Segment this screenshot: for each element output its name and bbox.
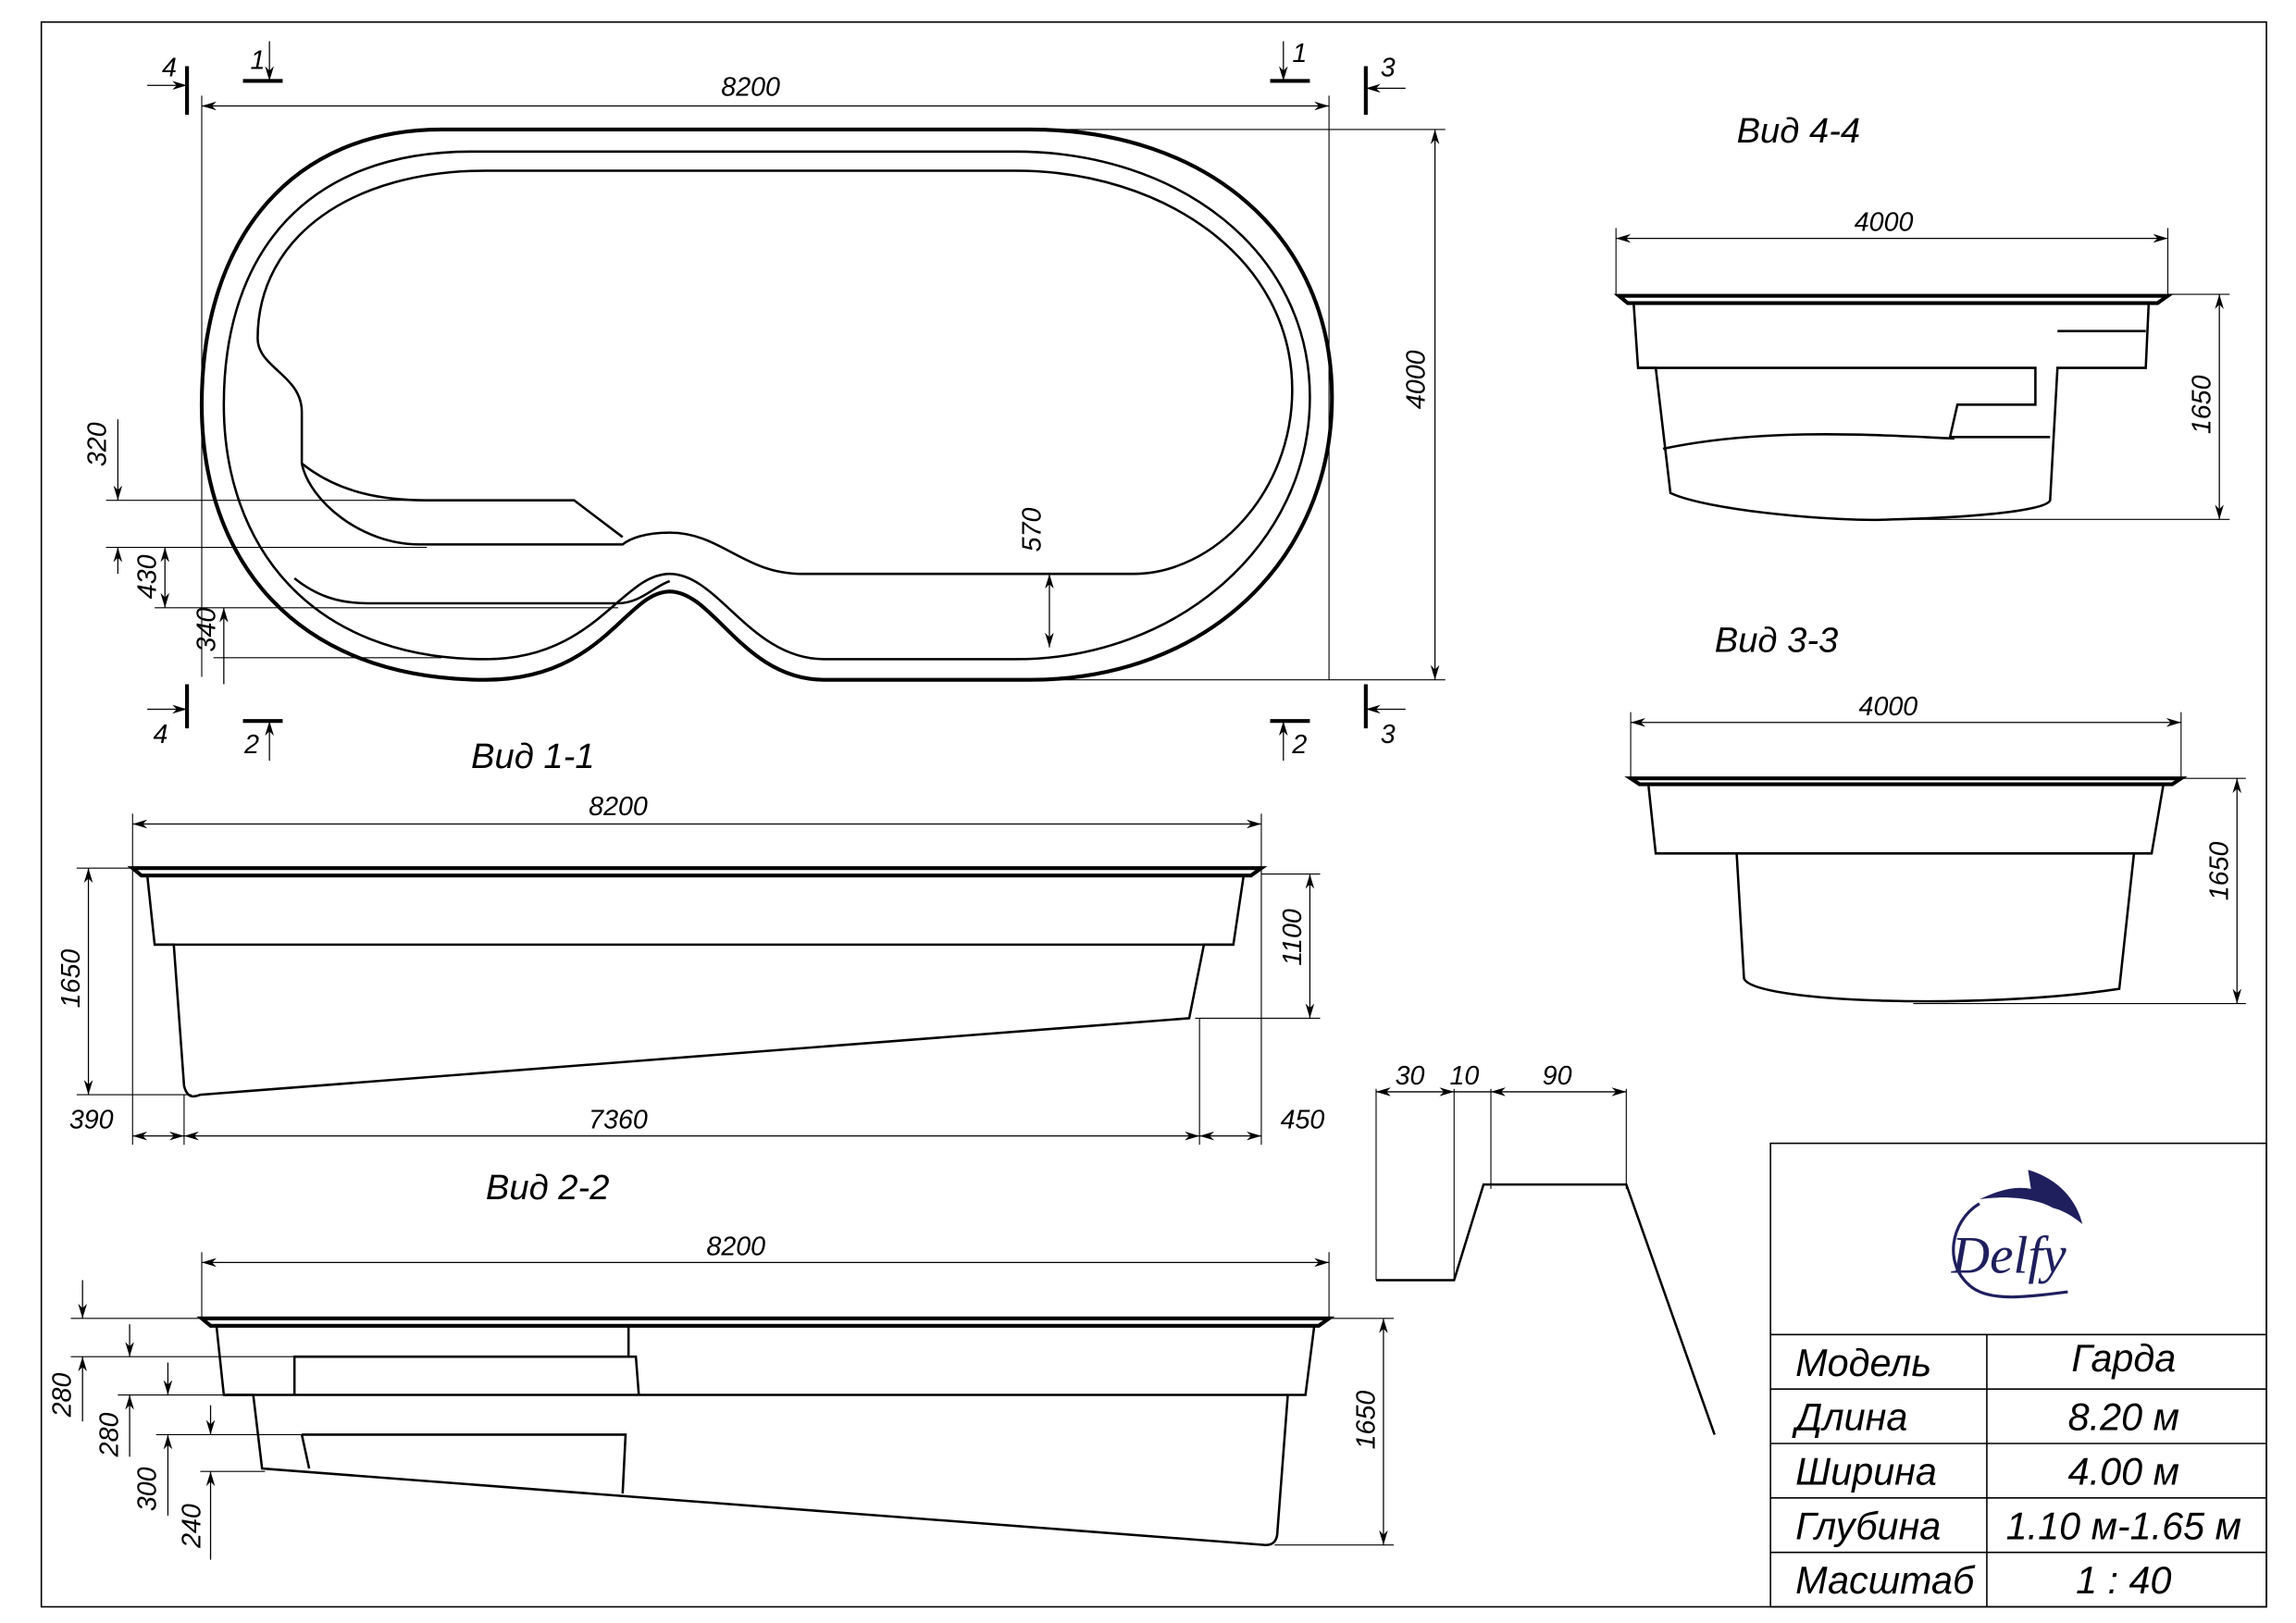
row-label-model: Модель [1795,1342,1931,1384]
view-3-3: Вид 3-3 4000 1650 [1624,620,2246,1005]
view-1-1-left: 390 [69,1106,114,1135]
section-mark-4-bottom: 4 [154,720,168,750]
view-4-4-width: 4000 [1855,208,1914,238]
view-2-2-step-4: 240 [177,1504,206,1549]
section-mark-2-right: 2 [1291,730,1307,760]
view-3-3-depth: 1650 [2205,841,2235,900]
view-2-2-title: Вид 2-2 [486,1168,610,1208]
view-1-1-shallow: 1100 [1278,909,1308,966]
row-value-length: 8.20 м [2068,1396,2179,1439]
view-3-3-width: 4000 [1859,692,1918,722]
plan-width-label: 4000 [1401,350,1431,409]
view-4-4-depth: 1650 [2188,375,2217,434]
section-mark-3-top: 3 [1381,54,1396,83]
row-value-scale: 1 : 40 [2076,1559,2171,1602]
view-1-1-right: 450 [1281,1106,1325,1135]
view-2-2-length: 8200 [706,1232,765,1261]
view-2-2-step-2: 280 [94,1412,124,1457]
view-3-3-title: Вид 3-3 [1715,620,1839,660]
row-label-length: Длина [1792,1396,1907,1439]
view-2-2-step-3: 300 [133,1467,163,1511]
rim-detail: 30 10 90 [1375,1061,1716,1435]
view-1-1-length: 8200 [589,792,648,822]
detail-dim-10: 10 [1449,1061,1479,1091]
plan-dim-340: 340 [192,608,221,652]
view-4-4: Вид 4-4 4000 1650 [1613,111,2230,522]
section-mark-1-right: 1 [1292,39,1307,68]
section-mark-3-bottom: 3 [1381,720,1396,750]
row-label-scale: Масштаб [1795,1559,1976,1602]
view-4-4-title: Вид 4-4 [1737,111,1861,151]
drawing-frame [40,21,2267,1608]
plan-dim-320: 320 [83,422,113,466]
view-2-2-depth: 1650 [1351,1391,1381,1450]
plan-dim-570: 570 [1017,508,1047,552]
section-mark-4-top: 4 [162,54,177,83]
view-2-2-step-1: 280 [47,1373,77,1419]
plan-view: 8200 4000 320 430 340 570 4 4 1 1 2 2 3 … [83,39,1446,762]
view-1-1: Вид 1-1 8200 1650 1100 390 7360 450 [56,737,1325,1146]
section-mark-2-left: 2 [243,730,259,760]
plan-dim-430: 430 [133,554,163,599]
row-value-width: 4.00 м [2068,1451,2179,1493]
view-1-1-title: Вид 1-1 [471,737,595,776]
view-1-1-middle: 7360 [589,1106,648,1135]
detail-dim-30: 30 [1396,1061,1425,1091]
row-value-depth: 1.10 м-1.65 м [2006,1505,2241,1547]
view-1-1-depth: 1650 [56,949,86,1009]
view-2-2: Вид 2-2 8200 280 280 300 240 1650 [47,1168,1395,1560]
detail-dim-90: 90 [1543,1061,1572,1091]
row-label-depth: Глубина [1795,1505,1941,1547]
section-mark-1-left: 1 [250,46,265,76]
row-value-model: Гарда [2071,1337,2176,1380]
plan-length-label: 8200 [721,72,780,102]
title-block: Delfy Модель Гарда Длина 8.20 м Ширина 4… [1769,1142,2267,1608]
row-label-width: Ширина [1795,1451,1937,1493]
logo-text: Delfy [1951,1227,2067,1285]
delfy-logo: Delfy [1951,1170,2083,1299]
